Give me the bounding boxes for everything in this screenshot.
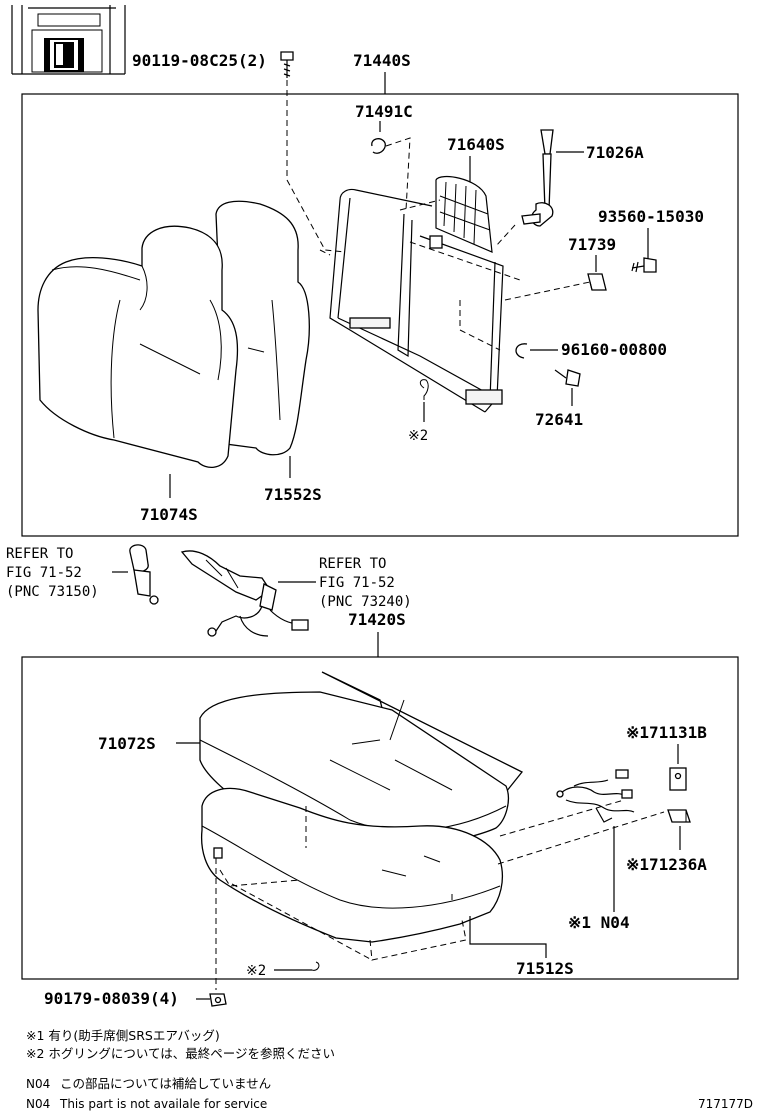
label-96160-00800: 96160-00800 — [561, 340, 667, 359]
refer-left-line1: REFER TO — [6, 546, 73, 562]
seat-cushion-pad-71512s — [200, 787, 504, 943]
label-hogring-lower: ※2 — [246, 963, 266, 979]
connector-171236a-icon — [667, 809, 691, 823]
label-71072s: 71072S — [98, 734, 156, 753]
label-n04: ※1 N04 — [568, 913, 630, 932]
label-90179-nut: 90179-08039(4) — [44, 989, 179, 1008]
bolt-icon — [280, 51, 294, 78]
bolt-72641-icon — [554, 369, 581, 387]
nut-90179-icon — [209, 993, 227, 1007]
note-n04-jp-text: この部品については補給していません — [60, 1076, 271, 1091]
vehicle-locator-icon — [11, 5, 126, 75]
label-71440s: 71440S — [353, 51, 411, 70]
seatback-pad-71552s — [215, 200, 310, 456]
hog-ring-lower-icon — [311, 961, 320, 971]
label-71640s: 71640S — [447, 135, 505, 154]
label-71512s: 71512S — [516, 959, 574, 978]
note-1: ※1 有り(助手席側SRSエアバッグ) — [26, 1028, 220, 1043]
label-71552s: 71552S — [264, 485, 322, 504]
label-90119-bolt: 90119-08C25(2) — [132, 51, 267, 70]
refer-right-line1: REFER TO — [319, 556, 386, 572]
note-2: ※2 ホグリングについては、最終ページを参照ください — [26, 1046, 335, 1061]
seatbelt-buckle-icon — [129, 544, 159, 605]
lower-assembly-frame — [21, 656, 739, 980]
label-hogring-upper: ※2 — [408, 428, 428, 444]
label-71420s: 71420S — [348, 610, 406, 629]
label-71026a: 71026A — [586, 143, 644, 162]
hog-ring-icon — [419, 379, 429, 400]
note-n04-jp-code: N04 — [26, 1077, 50, 1091]
refer-left-line3: (PNC 73150) — [6, 584, 99, 600]
label-71074s: 71074S — [140, 505, 198, 524]
label-171236a: ※171236A — [626, 855, 707, 874]
label-72641: 72641 — [535, 410, 583, 429]
label-93560-15030: 93560-15030 — [598, 207, 704, 226]
refer-right-line2: FIG 71-52 — [319, 575, 395, 591]
diagram-id: 717177D — [698, 1097, 753, 1111]
label-71739: 71739 — [568, 235, 616, 254]
cover-71739-icon — [587, 273, 607, 291]
seatback-cover-71074s — [37, 225, 239, 468]
clip-71491c-icon — [371, 138, 386, 154]
ring-96160-icon — [515, 343, 528, 359]
refer-left-line2: FIG 71-52 — [6, 565, 82, 581]
lock-lever-71026a-icon — [521, 129, 554, 227]
label-71491c: 71491C — [355, 102, 413, 121]
wire-harness-n04-icon — [556, 769, 635, 823]
refer-right-line3: (PNC 73240) — [319, 594, 412, 610]
seatback-frame-71640s — [329, 175, 504, 413]
note-n04-en-text: This part is not availale for service — [59, 1097, 267, 1111]
sensor-171131b-icon — [669, 767, 687, 791]
upper-assembly-frame — [21, 93, 739, 537]
screw-93560-icon — [631, 257, 657, 273]
label-171131b: ※171131B — [626, 723, 707, 742]
seatbelt-harness-icon — [180, 550, 309, 637]
note-n04-en-code: N04 — [26, 1097, 50, 1111]
